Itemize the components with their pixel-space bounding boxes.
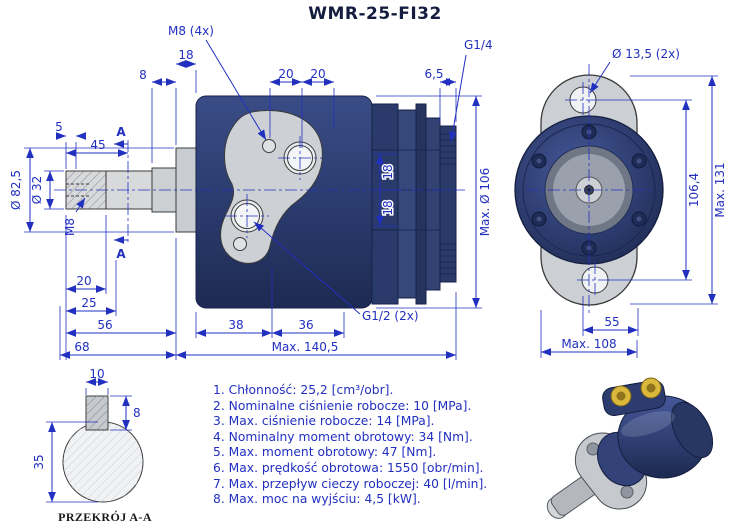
- dim-20-bottom-label: 20: [76, 274, 91, 288]
- dim-dia-13-5: Ø 13,5 (2x): [589, 47, 680, 94]
- front-view: [514, 64, 664, 316]
- dim-18-top-label: 18: [178, 48, 193, 62]
- section-a-top-label: A: [116, 125, 126, 139]
- dim-max-108: Max. 108: [540, 310, 638, 358]
- dim-max-dia-106: Max. Ø 106: [376, 95, 492, 309]
- dim-m8-4x: M8 (4x): [168, 24, 267, 141]
- dia-13-5-label: Ø 13,5 (2x): [612, 47, 680, 61]
- dim-8-top-label: 8: [139, 68, 147, 82]
- max-131-label: Max. 131: [713, 162, 727, 217]
- product-photo: [546, 377, 714, 519]
- dim-g12: G1/2 (2x): [253, 221, 419, 323]
- dim-18-18-rear: 18 18: [374, 153, 398, 227]
- bolt-hole-top: [262, 139, 276, 153]
- max-108-label: Max. 108: [561, 337, 616, 351]
- dim-dia-32: Ø 32: [30, 170, 64, 210]
- dim-g14: G1/4: [448, 38, 493, 143]
- dia-32-label: Ø 32: [30, 176, 44, 205]
- dim-20-20-top: 20 20: [269, 67, 335, 148]
- g12-label: G1/2 (2x): [362, 309, 419, 323]
- m8-shaft-label: M8: [63, 218, 77, 236]
- dim-6-5: 6,5: [424, 67, 457, 122]
- spec-item: 4. Nominalny moment obrotowy: 34 [Nm].: [213, 429, 473, 444]
- spec-item: 5. Max. moment obrotowy: 47 [Nm].: [213, 445, 437, 460]
- dim-20-left-label: 20: [278, 67, 293, 81]
- dim-8-key: 8: [110, 395, 141, 431]
- dim-8-key-label: 8: [133, 406, 141, 420]
- dim-36-label: 36: [298, 318, 313, 332]
- dim-10-key: 10: [85, 367, 109, 395]
- dia-82-5-label: Ø 82,5: [9, 170, 23, 210]
- spec-item: 8. Max. moc na wyjściu: 4,5 [kW].: [213, 492, 421, 507]
- side-view: [54, 95, 468, 309]
- section-line-a: A A: [114, 125, 129, 261]
- dim-35-label: 35: [32, 454, 46, 469]
- dim-5-label: 5: [55, 120, 63, 134]
- dim-5: 5: [55, 120, 86, 169]
- section-aa-view: [62, 395, 144, 503]
- section-caption: PRZEKRÓJ A-A: [58, 510, 152, 524]
- spec-list: 1. Chłonność: 25,2 [cm³/obr]. 2. Nominal…: [213, 383, 487, 508]
- dim-18-b-label: 18: [381, 200, 395, 215]
- g14-label: G1/4: [464, 38, 493, 52]
- dim-45: 45: [66, 138, 128, 157]
- dim-m8-shaft: M8: [63, 197, 86, 236]
- dim-18-top: 18: [176, 48, 197, 93]
- dim-45-label: 45: [90, 138, 105, 152]
- dim-max-131: Max. 131: [630, 75, 727, 305]
- spec-item: 3. Max. ciśnienie robocze: 14 [MPa].: [213, 414, 435, 429]
- section-a-bottom-label: A: [116, 247, 126, 261]
- dim-35-section: 35: [32, 421, 98, 503]
- mounting-flange-plate: [220, 110, 323, 264]
- dim-8-top: 8: [139, 68, 177, 163]
- page-title: WMR-25-FI32: [308, 4, 442, 24]
- dim-56-label: 56: [97, 318, 112, 332]
- dim-6-5-label: 6,5: [424, 67, 443, 81]
- dim-68-label: 68: [74, 340, 89, 354]
- dim-dia-82-5: Ø 82,5: [9, 147, 174, 233]
- max-dia-106-label: Max. Ø 106: [478, 168, 492, 237]
- dim-38-label: 38: [228, 318, 243, 332]
- dim-25-label: 25: [81, 296, 96, 310]
- dims-bottom-left: 20 25 56 68 38 36 Max. 140,5: [59, 215, 457, 360]
- dim-20-right-label: 20: [310, 67, 325, 81]
- bolt-hole-bottom: [233, 237, 247, 251]
- max-140-5-label: Max. 140,5: [272, 340, 339, 354]
- dim-106-4: 106,4: [598, 99, 701, 281]
- spec-item: 6. Max. prędkość obrotowa: 1550 [obr/min…: [213, 460, 484, 475]
- dim-55: 55: [582, 296, 639, 336]
- spec-item: 2. Nominalne ciśnienie robocze: 10 [MPa]…: [213, 398, 472, 413]
- dim-18-a-label: 18: [381, 164, 395, 179]
- spec-item: 1. Chłonność: 25,2 [cm³/obr].: [213, 383, 394, 397]
- dim-106-4-label: 106,4: [687, 173, 701, 207]
- m8-4x-label: M8 (4x): [168, 24, 214, 38]
- dim-55-label: 55: [604, 315, 619, 329]
- rear-section: [371, 103, 457, 305]
- dim-10-label: 10: [89, 367, 104, 381]
- spec-item: 7. Max. przepływ cieczy roboczej: 40 [l/…: [213, 476, 488, 491]
